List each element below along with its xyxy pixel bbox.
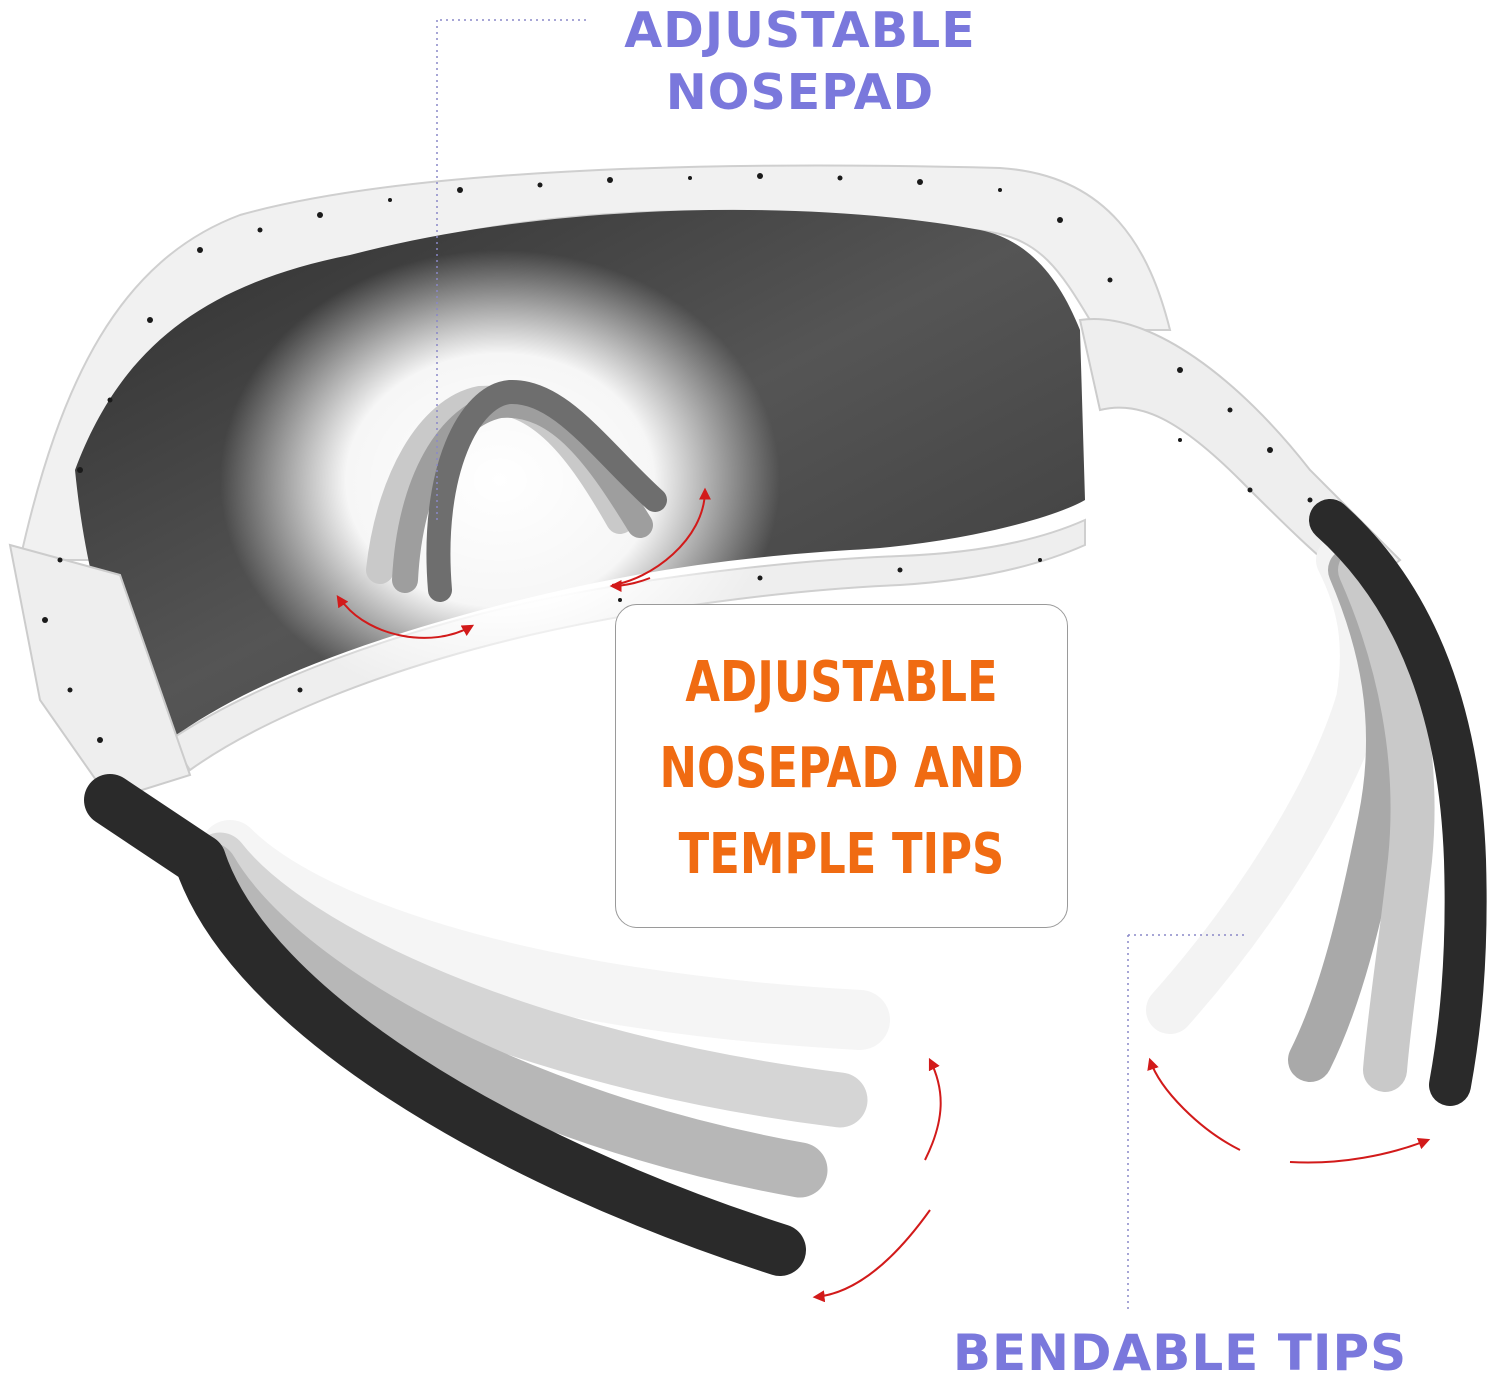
right-temple — [1146, 499, 1487, 1106]
feature-headline-box: ADJUSTABLE NOSEPAD AND TEMPLE TIPS — [615, 604, 1068, 928]
frame-speckles — [42, 173, 1313, 743]
nosepad-callout-line-1: ADJUSTABLE — [624, 2, 976, 59]
motion-arrows — [336, 487, 1431, 1303]
callout-leader-lines — [436, 19, 1245, 1310]
bendable-tips-callout: BENDABLE TIPS — [952, 1324, 1408, 1382]
feature-headline: ADJUSTABLE NOSEPAD AND TEMPLE TIPS — [660, 640, 1024, 898]
nosepad-callout-line-2: NOSEPAD — [665, 64, 935, 121]
nosepad — [366, 380, 667, 602]
feature-headline-line-1: ADJUSTABLE — [685, 650, 998, 715]
nosepad-callout: ADJUSTABLE NOSEPAD — [560, 0, 1040, 124]
nosepad-highlight — [220, 250, 780, 710]
left-temple — [84, 774, 890, 1276]
feature-headline-line-2: NOSEPAD AND — [659, 736, 1024, 801]
feature-headline-line-3: TEMPLE TIPS — [678, 822, 1005, 887]
left-hinge — [8, 543, 192, 802]
